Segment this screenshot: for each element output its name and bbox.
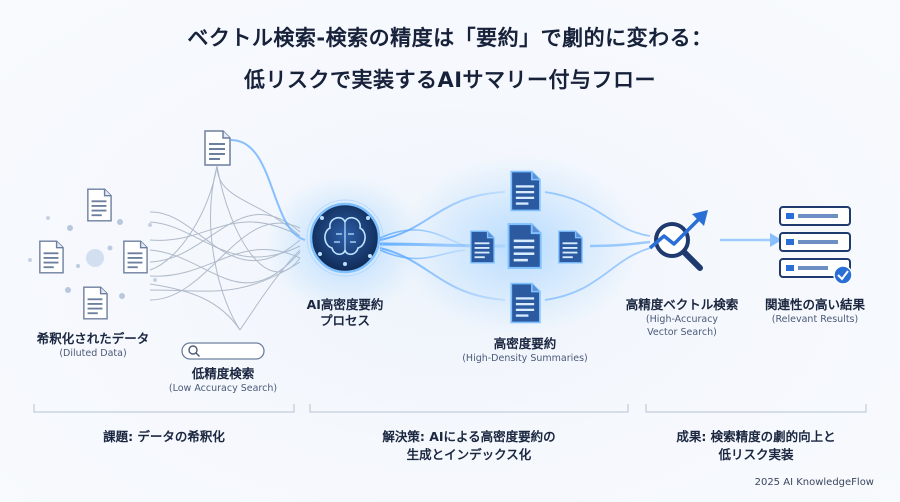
page-subtitle: 低リスクで実装するAIサマリー付与フロー — [243, 68, 657, 92]
flow-beams-right — [544, 191, 770, 301]
document-icon — [83, 286, 108, 320]
page-title: ベクトル検索-検索の精度は「要約」で劇的に変わる： — [187, 26, 713, 50]
summary-doc-icon — [510, 170, 541, 212]
document-icon — [204, 130, 231, 166]
check-icon — [833, 265, 853, 285]
ai-brain-icon — [306, 199, 384, 277]
solution-caption: 解決策: AIによる高密度要約の 生成とインデックス化 — [382, 429, 556, 462]
document-icon — [87, 188, 112, 222]
vector-search-label: 高精度ベクトル検索 (High-Accuracy Vector Search) — [625, 297, 739, 338]
results-label: 関連性の高い結果 (Relevant Results) — [764, 297, 865, 325]
outcome-caption: 成果: 検索精度の劇的向上と 低リスク実装 — [676, 429, 836, 462]
diluted-data-cluster — [28, 188, 157, 320]
summary-doc-icon — [510, 282, 541, 324]
document-icon — [123, 240, 148, 274]
low-search-label: 低精度検索 (Low Accuracy Search) — [168, 366, 278, 394]
ai-process-label: AI高密度要約 プロセス — [306, 297, 384, 328]
problem-caption: 課題: データの希釈化 — [103, 429, 225, 444]
diluted-data-label: 希釈化されたデータ (Diluted Data) — [36, 331, 150, 359]
summary-doc-icon — [507, 223, 542, 269]
summary-doc-icon — [558, 230, 583, 264]
document-icon — [39, 240, 64, 274]
section-brackets — [33, 404, 867, 413]
low-accuracy-search-bar — [181, 342, 265, 360]
summaries-label: 高密度要約 (High-Density Summaries) — [462, 336, 588, 364]
search-icon — [188, 345, 200, 357]
credit-text: 2025 AI KnowledgeFlow — [754, 477, 874, 488]
relevant-results-list — [779, 206, 853, 285]
summary-doc-icon — [470, 230, 495, 264]
vector-search-magnifier-icon — [648, 210, 708, 271]
